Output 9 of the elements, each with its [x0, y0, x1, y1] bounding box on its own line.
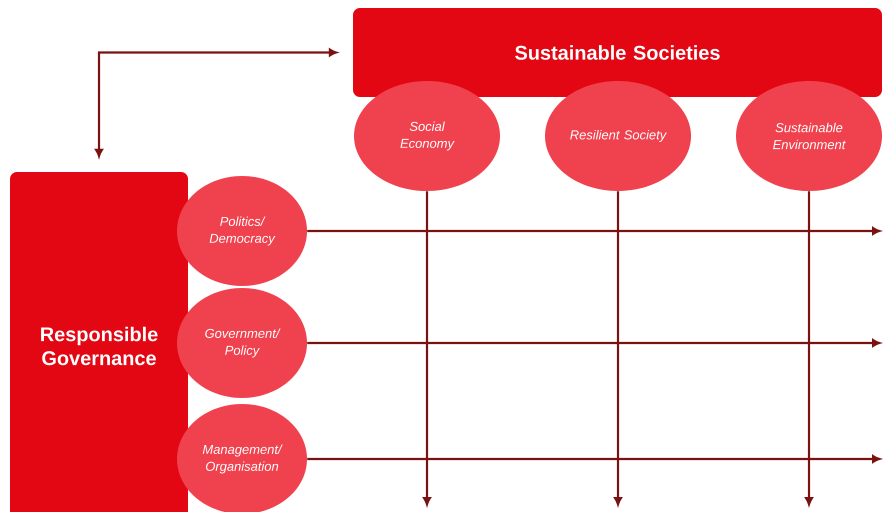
arrow — [307, 455, 880, 463]
arrow — [95, 48, 338, 158]
arrow — [307, 339, 880, 347]
arrow — [423, 191, 431, 506]
side-box: Responsible Governance — [10, 172, 188, 512]
banner-box: Sustainable Societies — [353, 8, 882, 97]
arrow — [614, 191, 622, 506]
arrow — [805, 191, 813, 506]
arrow — [307, 227, 880, 235]
